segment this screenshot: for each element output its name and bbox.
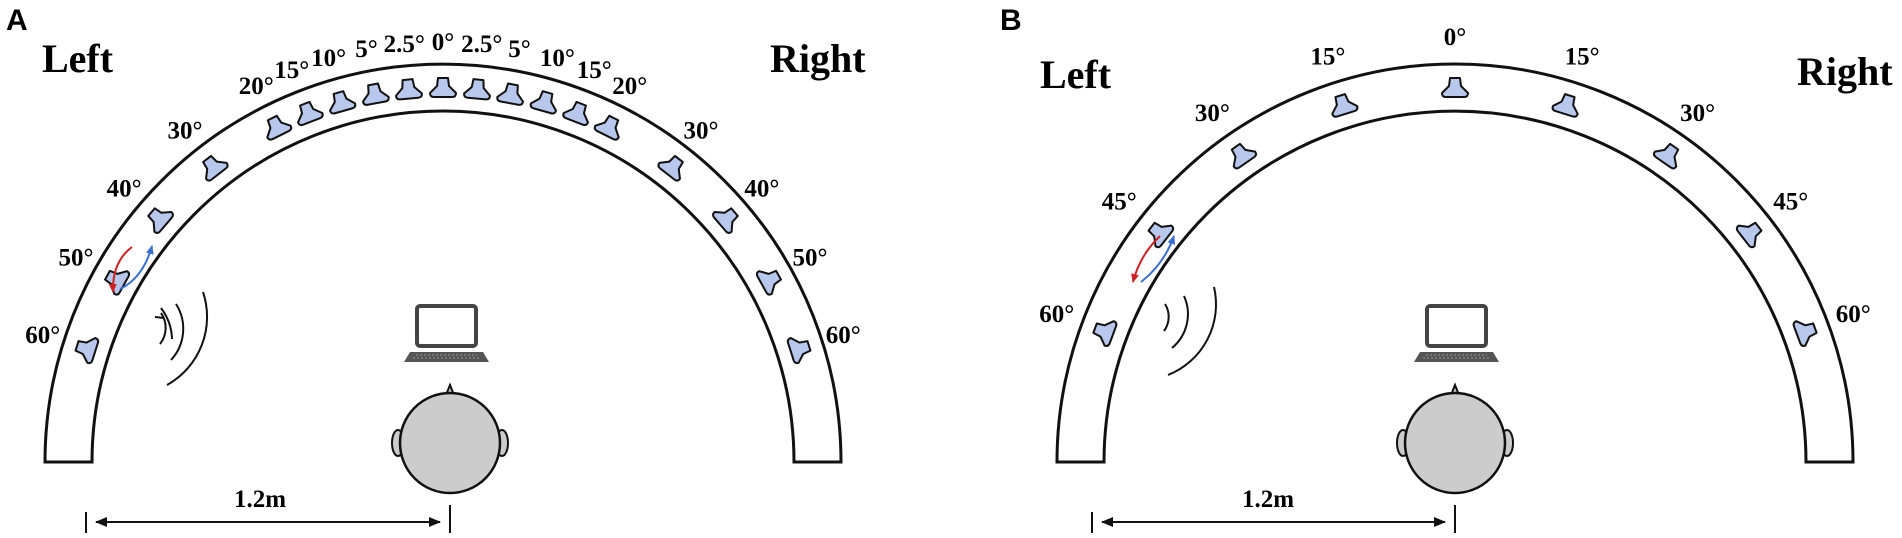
angle-label-right-45deg: 45° — [1773, 189, 1808, 216]
angle-label-right-10deg: 10° — [540, 45, 575, 72]
angle-label-group: 60°50°40°30°20°15°10°5°2.5°0°2.5°5°10°15… — [25, 29, 861, 349]
angle-label-group: 60° 45° 30° 15° 0° 15° 30° 45° 60° — [1039, 24, 1871, 328]
speaker-right-45deg — [1735, 221, 1763, 249]
speaker-left-15deg — [297, 100, 324, 127]
angle-label-right-40deg: 40° — [744, 176, 779, 203]
speaker-center-0deg — [1441, 77, 1469, 98]
laptop-icon — [1414, 304, 1499, 362]
listener-head — [391, 382, 509, 495]
distance-label: 1.2m — [234, 486, 286, 513]
speaker-center-0deg — [429, 77, 457, 98]
right-label: Right — [1797, 49, 1893, 94]
angle-label-center-0deg: 0° — [1444, 24, 1467, 51]
speaker-right-60deg — [1792, 320, 1818, 347]
laptop-icon — [404, 304, 489, 362]
panel-b: B Left Right 60° 45° 30° 15° 0° 15° 30° 45° 60° — [1000, 4, 1893, 533]
angle-label-left-45deg: 45° — [1102, 189, 1137, 216]
speaker-group — [1092, 77, 1818, 347]
speaker-left-10deg — [329, 90, 357, 115]
listener-head — [1396, 382, 1514, 495]
panel-letter: A — [6, 4, 28, 37]
speaker-left-20deg — [266, 114, 293, 141]
angle-label-left-50deg: 50° — [59, 245, 94, 272]
panel-letter: B — [1000, 4, 1022, 37]
angle-label-right-50deg: 50° — [793, 245, 828, 272]
speaker-right-20deg — [593, 114, 620, 141]
angle-label-right-20deg: 20° — [612, 73, 647, 100]
angle-label-right-15deg: 15° — [577, 57, 612, 84]
speaker-left-40deg — [147, 207, 174, 234]
distance-indicator: 1.2m — [85, 486, 451, 533]
angle-label-right-60deg: 60° — [1836, 301, 1871, 328]
speaker-left-30deg — [1230, 142, 1258, 170]
speaker-right-40deg — [712, 207, 739, 234]
panel-a: A Left Right 60°50°40°30°20°15°10°5°2.5°… — [6, 4, 866, 533]
angle-label-right-30deg: 30° — [684, 118, 719, 145]
speaker-left-60deg — [74, 337, 100, 365]
angle-label-center-0deg: 0° — [432, 29, 455, 56]
angle-label-left-60deg: 60° — [25, 322, 60, 349]
speaker-left-5deg — [362, 82, 390, 106]
speaker-left-45deg — [1147, 221, 1175, 249]
angle-label-left-30deg: 30° — [168, 118, 203, 145]
speaker-right-5deg — [496, 82, 524, 106]
distance-indicator: 1.2m — [1091, 486, 1456, 533]
angle-label-right-15deg: 15° — [1565, 43, 1600, 70]
speaker-arc-ring — [43, 62, 843, 464]
speaker-right-30deg — [657, 154, 684, 182]
swap-arrow-red — [1131, 235, 1161, 283]
sound-waves — [1163, 286, 1217, 376]
left-label: Left — [1040, 52, 1112, 97]
angle-label-left-10deg: 10° — [311, 45, 346, 72]
speaker-right-15deg — [562, 100, 589, 127]
swap-arrow-blue — [119, 245, 154, 290]
distance-label: 1.2m — [1242, 486, 1294, 513]
angle-label-left-2.5deg: 2.5° — [384, 31, 425, 58]
speaker-left-30deg — [202, 154, 229, 182]
right-label: Right — [770, 36, 866, 81]
angle-label-left-20deg: 20° — [239, 73, 274, 100]
angle-label-right-2.5deg: 2.5° — [461, 31, 502, 58]
angle-label-left-40deg: 40° — [107, 176, 142, 203]
left-label: Left — [42, 36, 114, 81]
angle-label-left-30deg: 30° — [1195, 100, 1230, 127]
angle-label-right-60deg: 60° — [826, 322, 861, 349]
angle-label-right-5deg: 5° — [508, 36, 531, 63]
speaker-right-2.5deg — [463, 78, 491, 101]
speaker-left-60deg — [1092, 320, 1118, 347]
speaker-right-60deg — [786, 337, 812, 365]
speaker-group — [74, 77, 812, 365]
swap-arrow-red — [108, 246, 133, 293]
speaker-left-15deg — [1331, 93, 1359, 118]
sound-waves — [154, 291, 208, 386]
angle-label-left-15deg: 15° — [1310, 43, 1345, 70]
speaker-right-30deg — [1652, 142, 1680, 170]
speaker-right-15deg — [1551, 93, 1579, 118]
speaker-right-50deg — [755, 269, 782, 296]
speaker-right-10deg — [529, 90, 557, 115]
speaker-left-2.5deg — [395, 78, 423, 101]
angle-label-left-5deg: 5° — [355, 36, 378, 63]
angle-label-right-30deg: 30° — [1680, 100, 1715, 127]
angle-label-left-15deg: 15° — [274, 57, 309, 84]
angle-label-left-60deg: 60° — [1039, 301, 1074, 328]
swap-arrow-blue — [1140, 235, 1176, 283]
speaker-arc-ring — [1055, 62, 1855, 464]
speaker-left-50deg — [104, 269, 131, 296]
